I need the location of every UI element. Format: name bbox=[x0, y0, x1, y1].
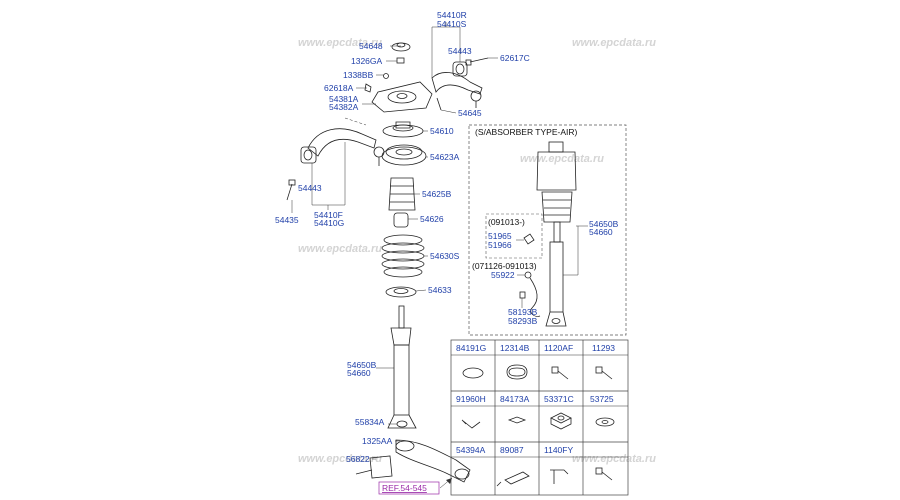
label-1326GA[interactable]: 1326GA bbox=[351, 56, 383, 66]
watermark: www.epcdata.ru bbox=[298, 243, 382, 255]
label-54435[interactable]: 54435 bbox=[275, 215, 299, 225]
label-54410F[interactable]: 54410F bbox=[314, 210, 343, 220]
oring-icon bbox=[462, 367, 484, 379]
ref-link[interactable]: REF.54-545 bbox=[378, 481, 440, 495]
cotter-pin-icon bbox=[496, 471, 530, 487]
label-56822[interactable]: 56822 bbox=[346, 454, 370, 464]
label-54381A[interactable]: 54381A bbox=[329, 94, 359, 104]
sub2-title: (071126-091013) bbox=[472, 261, 537, 271]
label-54650B[interactable]: 54650B bbox=[347, 360, 377, 370]
label-54625B[interactable]: 54625B bbox=[422, 189, 452, 199]
watermarks: www.epcdata.ru www.epcdata.ru www.epcdat… bbox=[298, 37, 656, 465]
label-54648[interactable]: 54648 bbox=[359, 41, 383, 51]
air-absorber-box: (S/ABSORBER TYPE-AIR) 54650B 54660 (0910… bbox=[468, 124, 627, 336]
label-54660[interactable]: 54660 bbox=[347, 368, 371, 378]
strut-drawings bbox=[286, 42, 489, 483]
table-cell[interactable]: 12314B bbox=[500, 343, 530, 353]
bolt-icon bbox=[551, 366, 569, 380]
watermark: www.epcdata.ru bbox=[298, 37, 382, 49]
bump-stopper-54625B bbox=[388, 177, 416, 211]
table-cell[interactable]: 1140FY bbox=[544, 445, 573, 455]
sensor-cable bbox=[529, 277, 541, 317]
label-54610[interactable]: 54610 bbox=[430, 126, 454, 136]
label-62618A[interactable]: 62618A bbox=[324, 83, 354, 93]
air-box-title: (S/ABSORBER TYPE-AIR) bbox=[475, 127, 578, 137]
label-54410G[interactable]: 54410G bbox=[314, 218, 344, 228]
label-air-54650B[interactable]: 54650B bbox=[589, 219, 619, 229]
grommet-icon bbox=[506, 364, 528, 380]
clip-icon bbox=[461, 419, 481, 429]
label-54382A[interactable]: 54382A bbox=[329, 102, 359, 112]
clip-51965 bbox=[523, 233, 535, 245]
table-cell[interactable]: 53725 bbox=[590, 394, 614, 404]
table-cell[interactable]: 84191G bbox=[456, 343, 486, 353]
lower-pad-54633 bbox=[385, 286, 417, 298]
parts-table: 84191G 12314B 1120AF 11293 91960H 84173A… bbox=[450, 339, 629, 496]
bolt-icon bbox=[595, 366, 613, 380]
table-cell[interactable]: 11293 bbox=[592, 343, 615, 353]
label-54443-left[interactable]: 54443 bbox=[298, 183, 322, 193]
upper-arm-left bbox=[307, 128, 377, 157]
upper-arm-right bbox=[431, 72, 483, 95]
watermark: www.epcdata.ru bbox=[572, 453, 656, 465]
bolt-54435 bbox=[286, 183, 293, 201]
bolt-54645 bbox=[436, 97, 442, 111]
label-51965[interactable]: 51965 bbox=[488, 231, 512, 241]
label-54443-top[interactable]: 54443 bbox=[448, 46, 472, 56]
callout-labels: 54410R 54410S 54648 54443 1326GA 62617C … bbox=[275, 10, 530, 464]
nut-1326GA bbox=[396, 57, 405, 64]
lower-arm-ref bbox=[395, 439, 471, 483]
label-58193B[interactable]: 58193B bbox=[508, 307, 538, 317]
label-51966[interactable]: 51966 bbox=[488, 240, 512, 250]
bolt-62617C bbox=[469, 57, 489, 63]
shock-absorber-main bbox=[387, 305, 417, 429]
bushing-54443-left bbox=[300, 146, 317, 164]
air-shock-drawing bbox=[536, 141, 577, 327]
label-54623A[interactable]: 54623A bbox=[430, 152, 460, 162]
pin-icon bbox=[550, 469, 569, 484]
table-cell[interactable]: 53371C bbox=[544, 394, 574, 404]
label-air-54660[interactable]: 54660 bbox=[589, 227, 613, 237]
label-55922[interactable]: 55922 bbox=[491, 270, 515, 280]
bolt-icon bbox=[595, 467, 613, 481]
label-1338BB[interactable]: 1338BB bbox=[343, 70, 374, 80]
leader-lines bbox=[291, 22, 498, 489]
label-54410R[interactable]: 54410R bbox=[437, 10, 467, 20]
label-55834A[interactable]: 55834A bbox=[355, 417, 385, 427]
label-54633[interactable]: 54633 bbox=[428, 285, 452, 295]
ball-joint-left bbox=[373, 146, 385, 158]
upper-mount-54381A bbox=[371, 81, 433, 113]
label-54645[interactable]: 54645 bbox=[458, 108, 482, 118]
bracket-56822 bbox=[369, 455, 393, 479]
dust-cover-54626 bbox=[393, 212, 409, 228]
table-cell[interactable]: 54394A bbox=[456, 445, 486, 455]
watermark: www.epcdata.ru bbox=[298, 453, 382, 465]
bolt-1338BB bbox=[383, 73, 389, 79]
washer-icon bbox=[595, 417, 615, 427]
label-54630S[interactable]: 54630S bbox=[430, 251, 460, 261]
table-cell[interactable]: 89087 bbox=[500, 445, 524, 455]
label-54410S[interactable]: 54410S bbox=[437, 19, 467, 29]
table-cell[interactable]: 84173A bbox=[500, 394, 530, 404]
label-58293B[interactable]: 58293B bbox=[508, 316, 538, 326]
pad-icon bbox=[507, 416, 527, 424]
sub1-title: (091013-) bbox=[488, 217, 525, 227]
table-cell[interactable]: 1120AF bbox=[544, 343, 573, 353]
ref-label[interactable]: REF.54-545 bbox=[382, 483, 427, 493]
label-54626[interactable]: 54626 bbox=[420, 214, 444, 224]
label-62617C[interactable]: 62617C bbox=[500, 53, 530, 63]
watermark: www.epcdata.ru bbox=[520, 153, 604, 165]
watermark: www.epcdata.ru bbox=[572, 37, 656, 49]
label-1325AA[interactable]: 1325AA bbox=[362, 436, 393, 446]
table-cell[interactable]: 91960H bbox=[456, 394, 486, 404]
coil-spring-54630S bbox=[381, 234, 425, 278]
nut-icon bbox=[550, 412, 572, 424]
